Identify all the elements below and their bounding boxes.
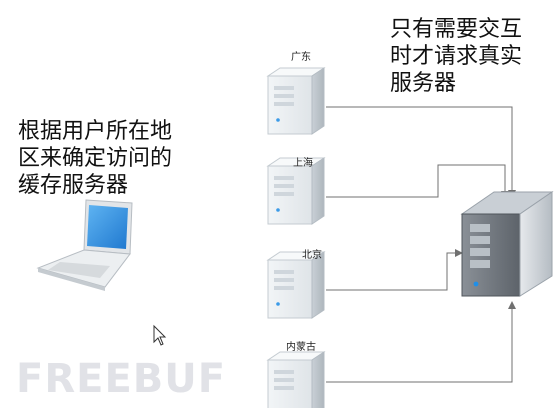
cache-server-beijing bbox=[266, 251, 326, 319]
left-note: 根据用户所在地 区来确定访问的 缓存服务器 bbox=[18, 119, 173, 198]
right-note: 只有需要交互 时才请求真实 服务器 bbox=[390, 17, 523, 96]
laptop-icon bbox=[36, 199, 133, 291]
city-label-guangdong: 广东 bbox=[291, 52, 311, 63]
cache-server-guangdong bbox=[266, 67, 326, 135]
cache-server-neimenggu bbox=[266, 351, 326, 408]
connector-guangdong bbox=[326, 106, 516, 198]
city-label-beijing: 北京 bbox=[302, 250, 322, 261]
connector-lines bbox=[326, 106, 516, 383]
cache-server-shanghai bbox=[266, 157, 326, 225]
connector-shanghai bbox=[326, 164, 509, 199]
city-label-neimenggu: 内蒙古 bbox=[286, 342, 316, 353]
mouse-cursor-icon bbox=[153, 324, 167, 346]
connector-beijing bbox=[326, 249, 463, 291]
freebuf-watermark: FREEBUF bbox=[16, 356, 227, 402]
city-label-shanghai: 上海 bbox=[293, 158, 313, 169]
origin-server-icon bbox=[460, 191, 554, 297]
connector-neimenggu bbox=[326, 301, 516, 383]
